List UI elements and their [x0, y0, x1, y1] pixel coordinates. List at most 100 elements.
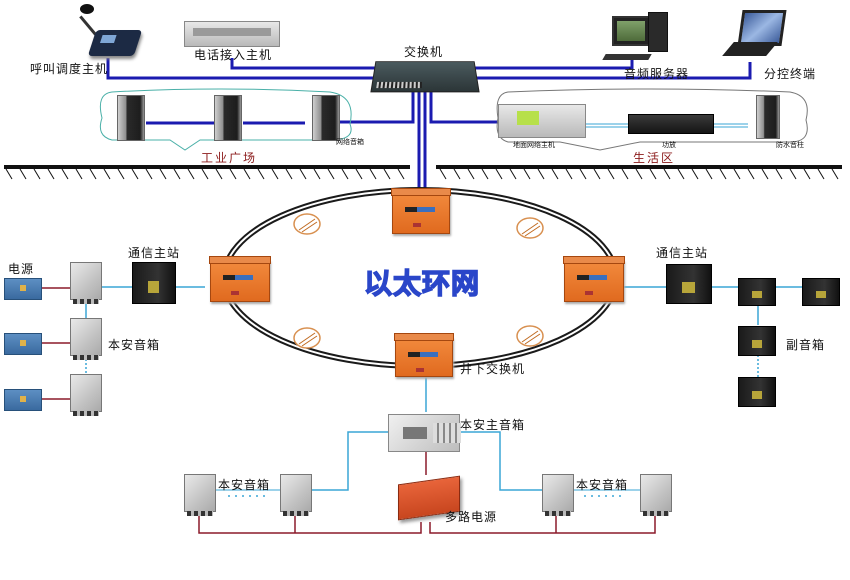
intrinsic-safe-speaker-2 [70, 318, 102, 360]
hatch-mark [635, 168, 643, 180]
switch-device [370, 61, 480, 93]
hatch-mark [467, 168, 475, 180]
control-terminal-device [704, 10, 787, 62]
intrinsic-safe-main-speaker [388, 414, 461, 452]
hatch-mark [537, 168, 545, 180]
call-dispatch-label: 呼叫调度主机 [30, 62, 109, 76]
industrial-square-label: 工业广场 [201, 151, 258, 165]
amplifier-device [628, 114, 714, 134]
hatch-mark [831, 168, 839, 180]
hatch-mark [579, 168, 587, 180]
power-supply-2 [4, 333, 42, 355]
hatch-mark [215, 168, 223, 180]
power-bus-left [198, 515, 422, 534]
industrial-square-outline [99, 88, 352, 151]
hatch-mark [187, 168, 195, 180]
link-phone-switch [230, 58, 380, 70]
fiber-marker [516, 325, 544, 347]
ground-network-host-label: 地面网络主机 [513, 141, 555, 149]
hatch-mark [89, 168, 97, 180]
sub-speaker-4 [738, 377, 776, 407]
power-label: 电源 [8, 262, 35, 276]
bottom-left-speaker-2 [280, 474, 312, 516]
left-speaker-label: 本安音箱 [108, 338, 161, 352]
hatch-mark [271, 168, 279, 180]
fiber-marker [516, 217, 544, 239]
left-comm-station [132, 262, 176, 304]
network-speaker-label: 网络音箱 [336, 138, 364, 146]
fiber-marker [293, 327, 321, 349]
fiber-marker [293, 213, 321, 235]
hatch-mark [19, 168, 27, 180]
hatch-mark [733, 168, 741, 180]
link-switch-living [429, 92, 498, 124]
main-speaker-label: 本安主音箱 [460, 418, 526, 432]
left-station-label: 通信主站 [128, 246, 181, 260]
right-station-label: 通信主站 [656, 246, 709, 260]
sub-speaker-2 [802, 278, 840, 306]
network-speaker [214, 95, 242, 141]
link-dispatch-switch [106, 58, 380, 80]
network-speaker [117, 95, 145, 141]
hatch-mark [313, 168, 321, 180]
sub-speaker-1 [738, 278, 776, 306]
hatch-mark [439, 168, 447, 180]
intrinsic-safe-speaker-1 [70, 262, 102, 304]
ring-switch-right [563, 256, 625, 302]
hatch-mark [481, 168, 489, 180]
hatch-mark [551, 168, 559, 180]
living-area-label: 生活区 [633, 151, 676, 165]
hatch-mark [775, 168, 783, 180]
hatch-mark [663, 168, 671, 180]
hatch-mark [397, 168, 405, 180]
link-mainspeaker-right [458, 431, 542, 491]
hatch-mark [131, 168, 139, 180]
hatch-mark [47, 168, 55, 180]
hatch-mark [327, 168, 335, 180]
bottom-right-speaker-1 [542, 474, 574, 516]
ring-switch-bottom [394, 333, 454, 377]
power-supply-3 [4, 389, 42, 411]
hatch-mark [173, 168, 181, 180]
network-speaker [312, 95, 340, 141]
hatch-mark [33, 168, 41, 180]
bottom-right-speaker-2 [640, 474, 672, 516]
hatch-mark [355, 168, 363, 180]
control-terminal-label: 分控终端 [764, 67, 817, 81]
hatch-mark [761, 168, 769, 180]
phone-access-device [184, 21, 280, 47]
hatch-mark [285, 168, 293, 180]
link-switch-square [340, 92, 415, 124]
audio-server-device [596, 10, 676, 60]
hatch-mark [705, 168, 713, 180]
hatch-mark [299, 168, 307, 180]
call-dispatch-device [79, 4, 143, 58]
link-switch-terminal [470, 62, 752, 80]
living-area-outline [496, 88, 808, 151]
hatch-mark [803, 168, 811, 180]
intrinsic-safe-speaker-3 [70, 374, 102, 416]
hatch-mark [201, 168, 209, 180]
ring-switch-top [391, 188, 451, 234]
hatch-mark [607, 168, 615, 180]
sub-speaker-label: 副音箱 [786, 338, 826, 352]
hatch-mark [159, 168, 167, 180]
amplifier-label: 功放 [662, 141, 676, 149]
hatch-mark [243, 168, 251, 180]
multi-power-label: 多路电源 [445, 510, 498, 524]
power-supply-1 [4, 278, 42, 300]
ground-network-host-device [498, 104, 586, 138]
bottom-left-speaker-label: 本安音箱 [218, 478, 271, 492]
hatch-mark [649, 168, 657, 180]
hatch-mark [523, 168, 531, 180]
audio-server-label: 音频服务器 [624, 67, 690, 81]
right-comm-station [666, 264, 712, 304]
ground-hatching [5, 168, 839, 180]
ethernet-ring-label: 以太环网 [363, 266, 481, 301]
bottom-right-speaker-label: 本安音箱 [576, 478, 629, 492]
hatch-mark [747, 168, 755, 180]
hatch-mark [5, 168, 13, 180]
hatch-mark [677, 168, 685, 180]
hatch-mark [117, 168, 125, 180]
